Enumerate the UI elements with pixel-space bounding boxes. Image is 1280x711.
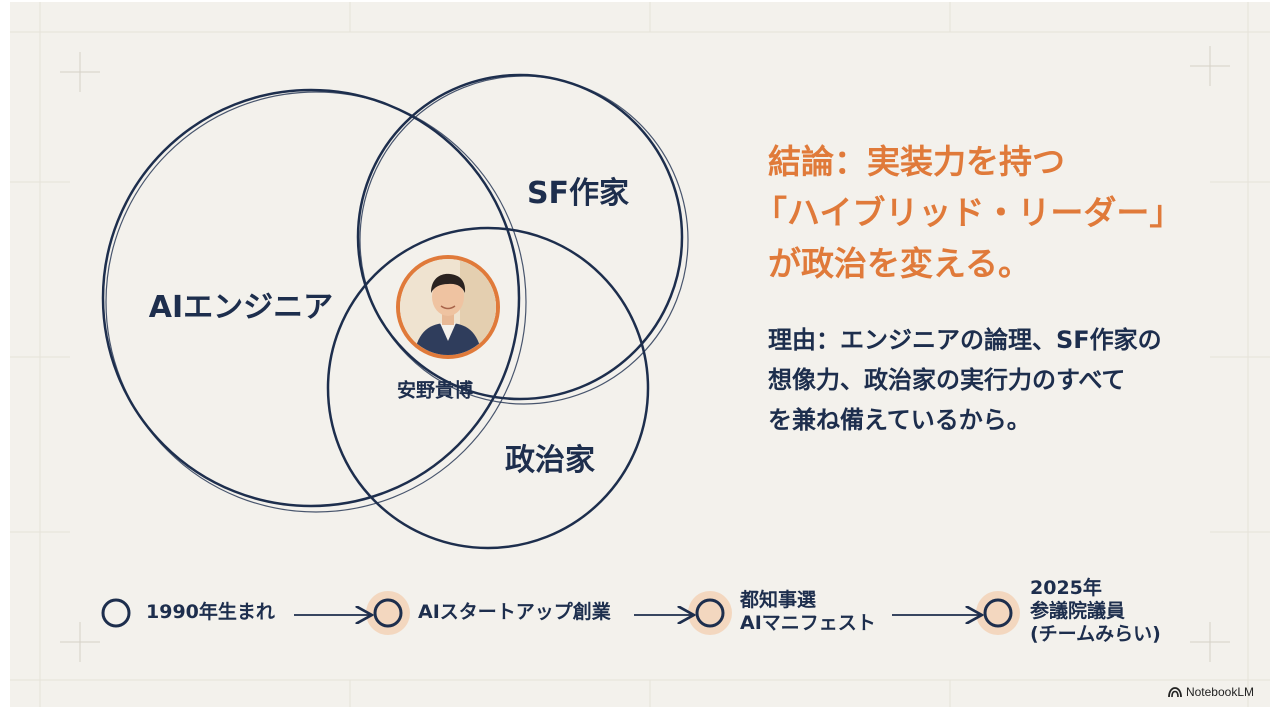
slide: AIエンジニア SF作家 政治家 安野貴博 結論：実装力を持つ 「ハイブリッド・… — [10, 2, 1270, 707]
timeline-label-3: 都知事選 AIマニフェスト — [740, 589, 876, 634]
reason-line: を兼ね備えているから。 — [768, 406, 1031, 434]
venn-center-label: 安野貴博 — [396, 379, 474, 402]
reason-line: 想像力、政治家の実行力のすべて — [768, 366, 1126, 394]
conclusion-line: が政治を変える。 — [768, 244, 1032, 283]
venn-label-sf-writer: SF作家 — [526, 176, 630, 211]
timeline-node-1 — [101, 598, 131, 628]
circle-politician — [326, 226, 650, 550]
timeline-label-2: AIスタートアップ創業 — [418, 601, 611, 623]
reason-text: 理由：エンジニアの論理、SF作家の 想像力、政治家の実行力のすべて を兼ね備えて… — [768, 320, 1238, 440]
timeline-label-1: 1990年生まれ — [146, 601, 275, 623]
venn-label-politician: 政治家 — [505, 443, 595, 478]
timeline-node-4 — [976, 591, 1020, 635]
conclusion-line: 結論：実装力を持つ — [768, 142, 1065, 181]
notebooklm-logo-icon — [1168, 687, 1182, 698]
conclusion-line: 「ハイブリッド・リーダー」 — [754, 193, 1183, 232]
brand-label: NotebookLM — [1185, 685, 1254, 699]
venn-diagram — [101, 73, 689, 550]
background-grid — [10, 2, 1270, 707]
portrait-image — [400, 259, 496, 355]
timeline-label-4: 2025年 参議院議員 (チームみらい) — [1030, 577, 1161, 645]
venn-label-ai-engineer: AIエンジニア — [148, 290, 334, 325]
reason-line: 理由：エンジニアの論理、SF作家の — [768, 326, 1162, 354]
avatar — [396, 255, 500, 359]
conclusion-heading: 結論：実装力を持つ 「ハイブリッド・リーダー」 が政治を変える。 — [754, 136, 1248, 289]
notebooklm-badge: NotebookLM — [1168, 685, 1254, 699]
circle-ai-engineer — [101, 88, 521, 508]
timeline-node-3 — [688, 591, 732, 635]
circle-sf-writer — [356, 73, 684, 401]
timeline-node-2 — [366, 591, 410, 635]
timeline — [101, 591, 1020, 635]
